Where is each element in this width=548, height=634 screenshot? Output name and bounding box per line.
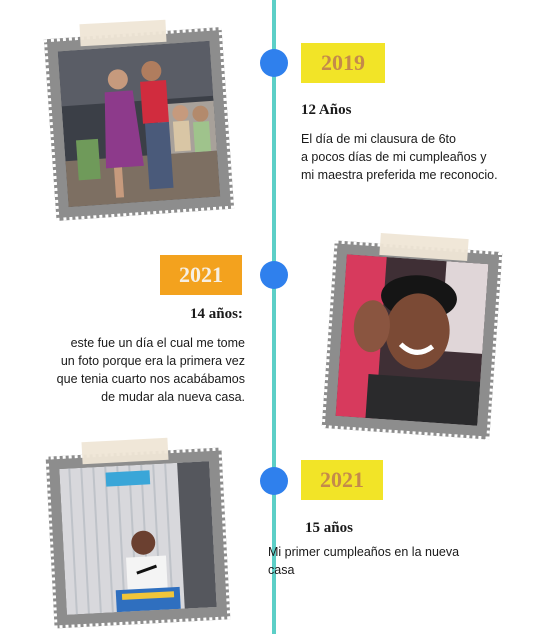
year-badge-2021: 2021 bbox=[160, 255, 242, 295]
entry-description: Mi primer cumpleaños en la nueva casa bbox=[268, 545, 460, 577]
year-badge-2019: 2019 bbox=[301, 43, 385, 83]
entry-heading: 15 años bbox=[305, 520, 353, 536]
year-badge-2021: 2021 bbox=[301, 460, 383, 500]
timeline-dot-2021-second bbox=[260, 467, 288, 495]
birthday-photo bbox=[59, 461, 217, 615]
photo-frame bbox=[45, 447, 231, 629]
entry-description: El día de mi clausura de 6to a pocos día… bbox=[301, 132, 498, 182]
timeline-dot-2019 bbox=[260, 49, 288, 77]
selfie-photo bbox=[335, 254, 489, 426]
tape-decoration bbox=[79, 19, 167, 47]
entry-heading: 12 Años bbox=[301, 102, 352, 118]
photo-frame bbox=[321, 240, 503, 440]
entry-heading: 14 años: bbox=[190, 306, 243, 322]
graduation-photo bbox=[57, 40, 221, 208]
entry-description: este fue un día el cual me tome un foto … bbox=[56, 336, 245, 404]
photo-frame bbox=[43, 27, 235, 221]
tape-decoration bbox=[81, 437, 169, 465]
timeline-dot-2021 bbox=[260, 261, 288, 289]
timeline-line bbox=[272, 0, 276, 634]
